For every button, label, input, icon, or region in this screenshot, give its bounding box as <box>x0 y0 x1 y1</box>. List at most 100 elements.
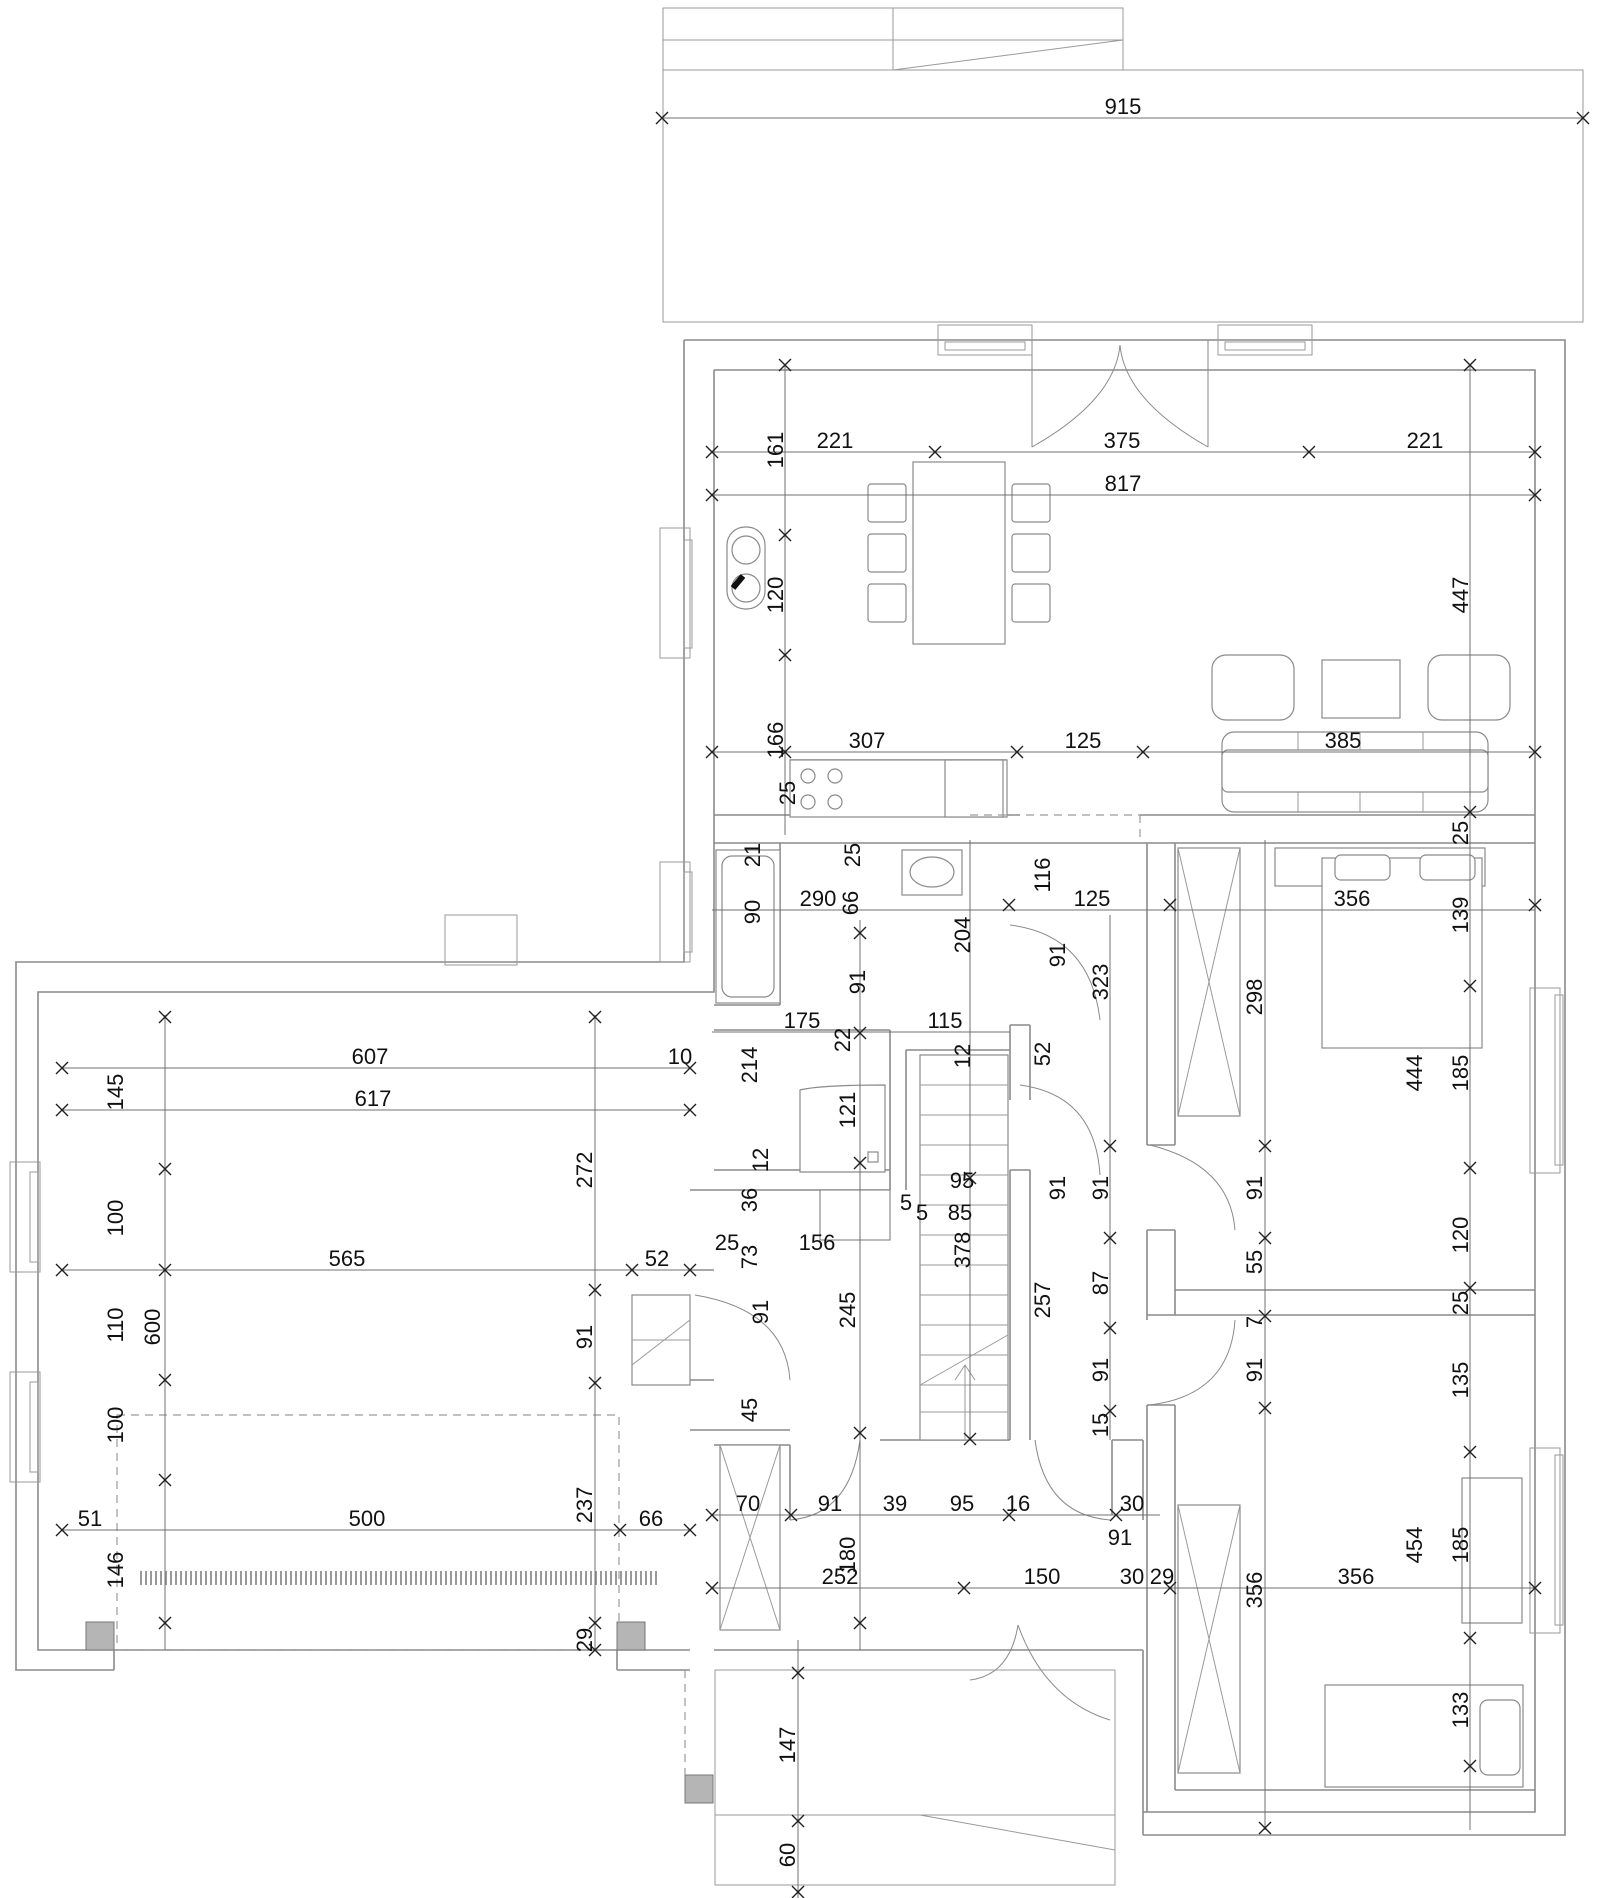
dim-10: 10 <box>668 1044 692 1069</box>
dim-120-bed: 120 <box>1448 1217 1473 1254</box>
dim-237: 237 <box>572 1487 597 1524</box>
dim-85: 85 <box>948 1200 972 1225</box>
dim-607: 607 <box>352 1044 389 1069</box>
doors <box>694 340 1236 1721</box>
dim-356-lower: 356 <box>1338 1564 1375 1589</box>
dim-150: 150 <box>1024 1564 1061 1589</box>
dim-290: 290 <box>800 886 837 911</box>
dim-12-laundry: 12 <box>748 1148 773 1172</box>
dim-15: 15 <box>1088 1413 1113 1437</box>
dim-110: 110 <box>103 1307 128 1342</box>
dim-565: 565 <box>329 1246 366 1271</box>
dim-30-entry: 30 <box>1120 1564 1144 1589</box>
dim-257: 257 <box>1030 1282 1055 1319</box>
dim-252: 252 <box>822 1564 859 1589</box>
dim-91-bed3: 91 <box>1242 1358 1267 1382</box>
dim-91-bed2: 91 <box>1242 1176 1267 1200</box>
dim-16: 16 <box>1006 1491 1030 1516</box>
dim-87: 87 <box>1088 1271 1113 1295</box>
dim-500: 500 <box>349 1506 386 1531</box>
dim-272: 272 <box>572 1152 597 1189</box>
dim-245: 245 <box>835 1292 860 1329</box>
dim-91-garage: 91 <box>572 1325 597 1349</box>
dim-55: 55 <box>1242 1250 1267 1274</box>
terrace <box>662 7 1584 323</box>
dim-221-left: 221 <box>817 428 854 453</box>
dim-135: 135 <box>1448 1362 1473 1399</box>
dim-39: 39 <box>883 1491 907 1516</box>
dim-25-bath: 25 <box>840 843 865 867</box>
windows <box>9 324 1564 1634</box>
dim-5a: 5 <box>900 1190 912 1215</box>
dim-52-hall: 52 <box>1030 1042 1055 1066</box>
dim-145: 145 <box>103 1074 128 1111</box>
dim-25-kitchen: 25 <box>775 781 800 805</box>
dim-307: 307 <box>849 728 886 753</box>
dim-91-hall-a: 91 <box>1045 943 1070 967</box>
dim-95-hall: 95 <box>950 1491 974 1516</box>
dim-45: 45 <box>737 1398 762 1422</box>
dim-21: 21 <box>740 843 765 867</box>
dim-817: 817 <box>1105 471 1142 496</box>
dim-161: 161 <box>763 432 788 469</box>
dim-166: 166 <box>763 722 788 759</box>
dim-51: 51 <box>78 1506 102 1531</box>
dim-116: 116 <box>1030 857 1055 892</box>
dim-125-kitchen: 125 <box>1065 728 1102 753</box>
dim-156: 156 <box>799 1230 836 1255</box>
dim-617: 617 <box>355 1086 392 1111</box>
dim-70: 70 <box>736 1491 760 1516</box>
dim-66-garage: 66 <box>639 1506 663 1531</box>
dim-91-stairs: 91 <box>1045 1176 1070 1200</box>
garage <box>85 1414 714 1804</box>
entry-porch <box>684 814 1141 1886</box>
dimension-lines <box>62 117 1583 1898</box>
dim-52-garage: 52 <box>645 1246 669 1271</box>
dim-204: 204 <box>950 917 975 954</box>
dim-185-lower: 185 <box>1448 1527 1473 1564</box>
dim-100-bottom: 100 <box>103 1407 128 1444</box>
dim-5b: 5 <box>916 1200 928 1225</box>
dim-30-hall: 30 <box>1120 1491 1144 1516</box>
dim-600: 600 <box>140 1309 165 1346</box>
dim-356-bedroom: 356 <box>1334 886 1371 911</box>
dim-25-bed: 25 <box>1448 821 1473 845</box>
dim-214: 214 <box>737 1047 762 1084</box>
dim-91-hall: 91 <box>818 1491 842 1516</box>
dim-221-right: 221 <box>1407 428 1444 453</box>
dim-22: 22 <box>830 1028 855 1052</box>
dim-25-bed2: 25 <box>1448 1291 1473 1315</box>
dimension-ticks <box>55 111 1590 1898</box>
dim-29-entry: 29 <box>1150 1564 1174 1589</box>
dim-133: 133 <box>1448 1692 1473 1729</box>
dim-323: 323 <box>1088 964 1113 1001</box>
dim-25-laundry: 25 <box>715 1230 739 1255</box>
dim-91-bath: 91 <box>845 970 870 994</box>
dim-60: 60 <box>775 1843 800 1867</box>
dim-91-hall-c: 91 <box>1088 1358 1113 1382</box>
dim-146: 146 <box>103 1552 128 1589</box>
dim-29-garage: 29 <box>572 1628 597 1652</box>
dim-454: 454 <box>1402 1527 1427 1564</box>
dim-444: 444 <box>1402 1055 1427 1092</box>
dim-12-hall: 12 <box>950 1044 975 1068</box>
dim-125-hall: 125 <box>1074 886 1111 911</box>
dim-36: 36 <box>737 1188 762 1212</box>
dim-375: 375 <box>1104 428 1141 453</box>
dim-185-bed: 185 <box>1448 1055 1473 1092</box>
dim-121: 121 <box>835 1092 860 1129</box>
dim-180: 180 <box>835 1537 860 1574</box>
dim-73: 73 <box>737 1245 762 1269</box>
dim-91-hall-b: 91 <box>1088 1176 1113 1200</box>
house-walls <box>15 339 1566 1836</box>
dim-115: 115 <box>927 1008 962 1033</box>
dim-139: 139 <box>1448 897 1473 934</box>
dim-91-boiler: 91 <box>748 1300 773 1324</box>
dim-91-door: 91 <box>1108 1525 1132 1550</box>
dimension-labels: 915 221 375 221 817 307 125 385 290 125 … <box>78 94 1473 1867</box>
dim-356-lower-v: 356 <box>1242 1572 1267 1609</box>
dim-100-top: 100 <box>103 1200 128 1237</box>
dim-90: 90 <box>740 900 765 924</box>
